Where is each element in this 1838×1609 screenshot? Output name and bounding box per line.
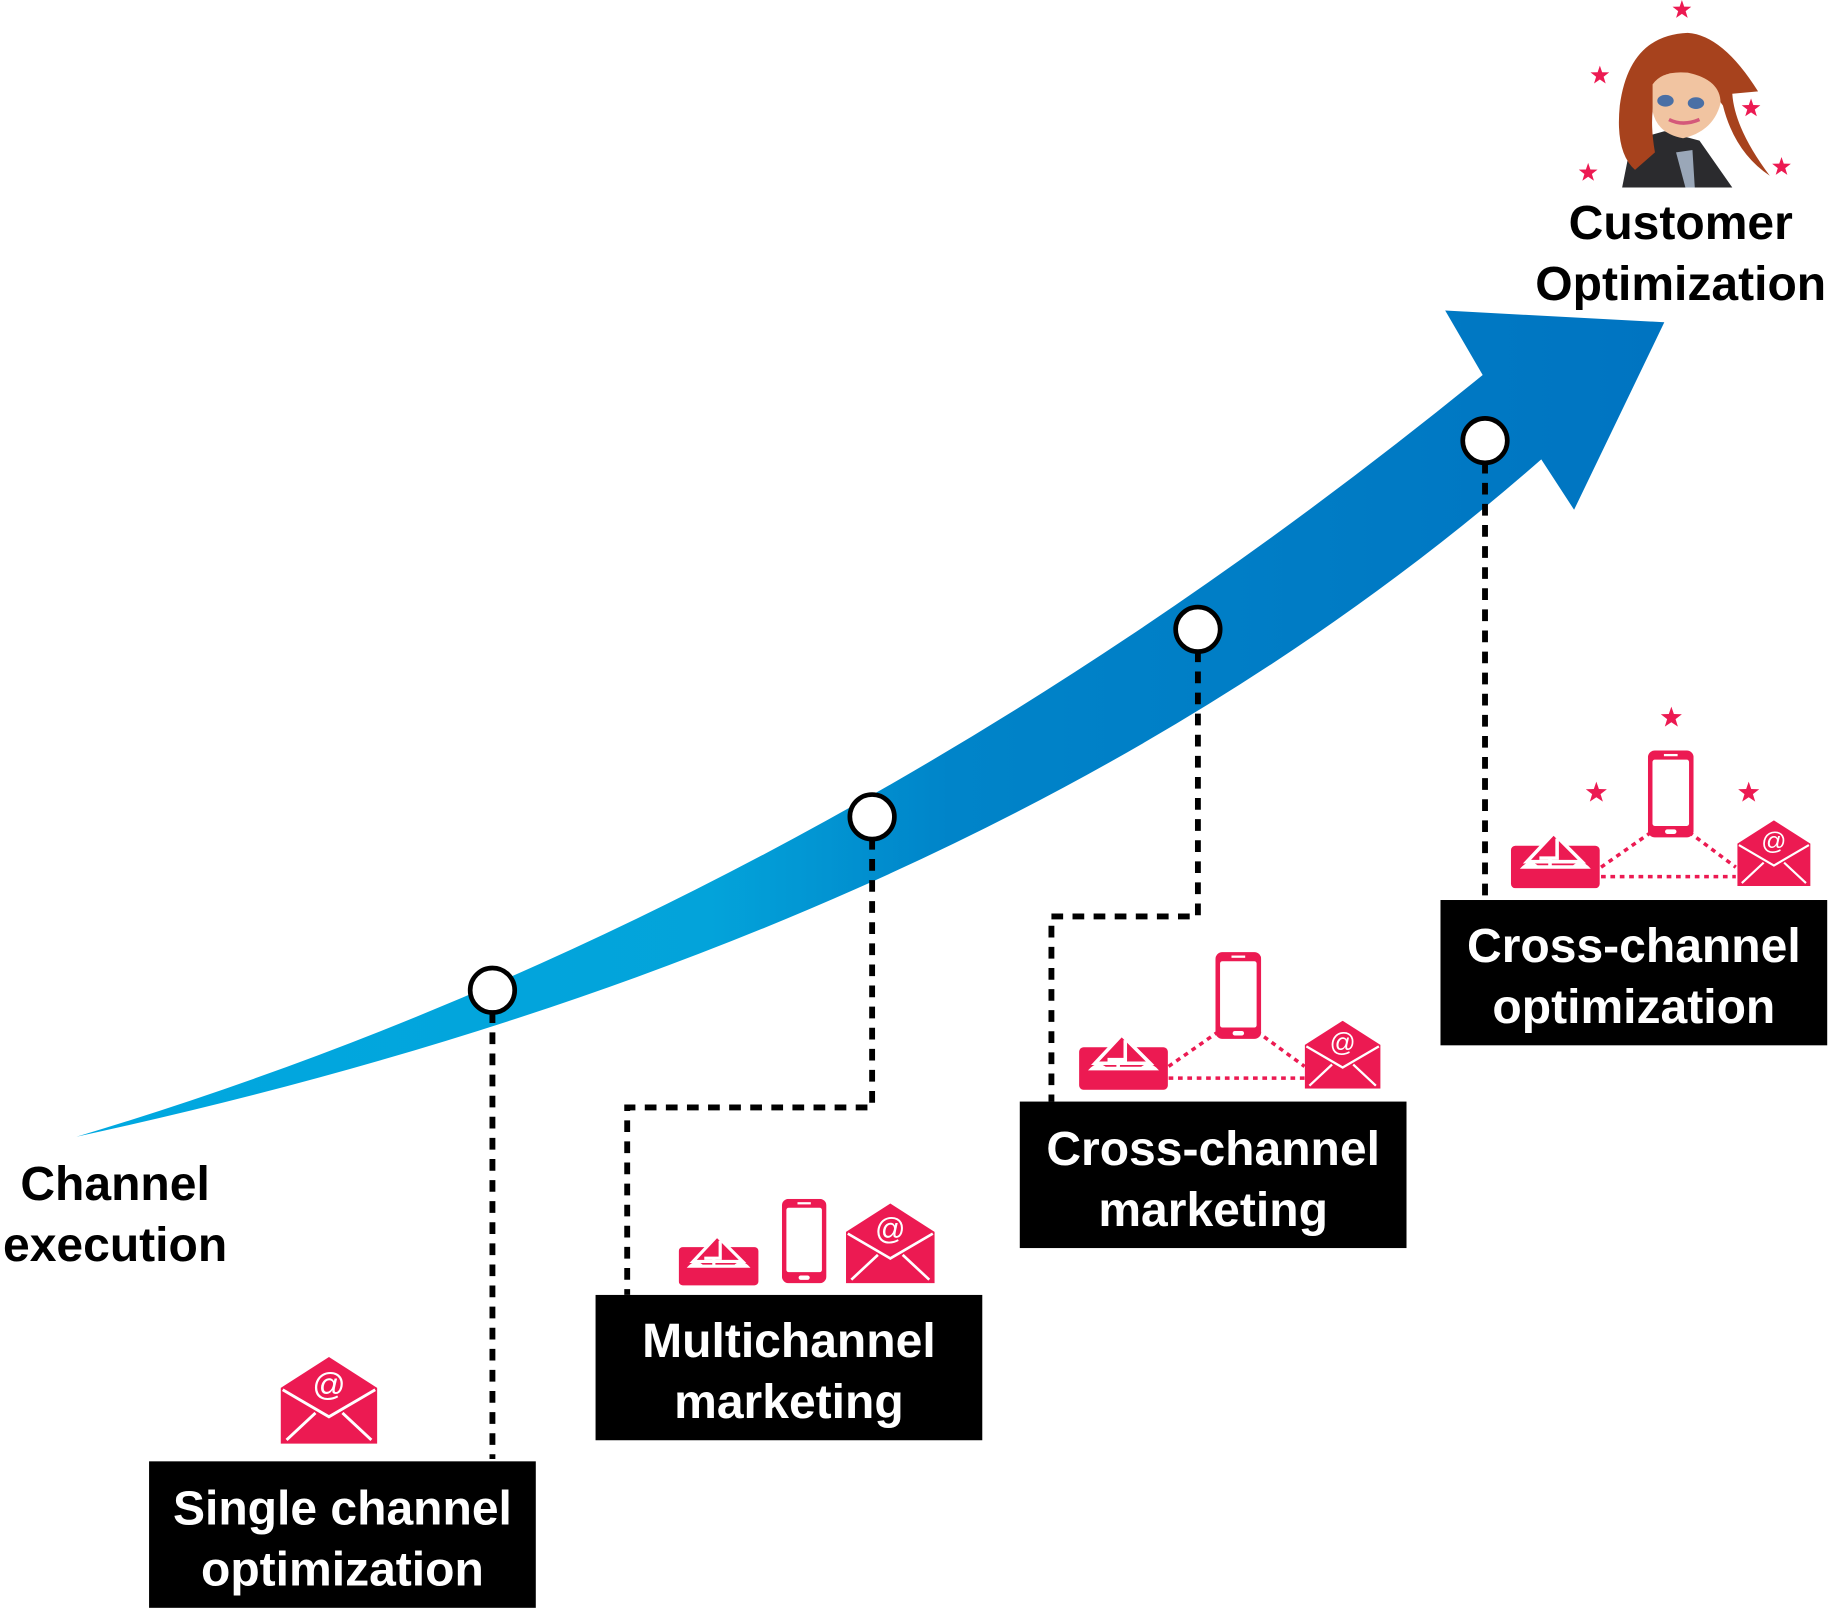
email-icon — [845, 1203, 936, 1284]
stage-box-cross-channel-marketing — [1019, 1101, 1407, 1249]
star-icon — [1590, 65, 1610, 84]
stage-2-line2: marketing — [674, 1376, 904, 1429]
milestone-marker — [847, 792, 897, 842]
stage-4-line1: Cross-channel — [1467, 920, 1801, 973]
email-icon — [1304, 1020, 1381, 1089]
star-icon — [1741, 98, 1761, 117]
star-icon — [1672, 0, 1692, 18]
inbox-icon — [1078, 1033, 1169, 1090]
phone-icon — [781, 1198, 827, 1284]
stage-4-line2: optimization — [1492, 981, 1775, 1034]
star-icon — [1578, 162, 1598, 181]
email-icon — [1736, 820, 1812, 886]
stage-3-line1: Cross-channel — [1046, 1123, 1380, 1176]
star-icon — [1585, 781, 1607, 802]
stage-box-cross-channel-optimization — [1440, 900, 1828, 1046]
channel-link-lines — [1167, 1029, 1306, 1080]
growth-arrow — [76, 310, 1665, 1137]
channel-link-lines — [1600, 830, 1737, 879]
stage-3-line2: marketing — [1098, 1184, 1328, 1237]
milestone-marker — [1460, 416, 1510, 466]
stage-2-line1: Multichannel — [642, 1315, 936, 1368]
stage-1-line2: optimization — [201, 1544, 484, 1597]
connector-line — [1048, 629, 1201, 1102]
phone-icon — [1647, 750, 1694, 838]
milestone-marker — [467, 965, 518, 1015]
stage-box-multichannel — [595, 1294, 983, 1441]
stage-1-line1: Single channel — [173, 1483, 512, 1536]
star-icon — [1738, 781, 1760, 802]
phone-icon — [1215, 952, 1262, 1039]
star-icon — [1660, 706, 1682, 727]
stage-box-single-channel — [149, 1461, 536, 1608]
customer-avatar — [1618, 32, 1770, 188]
email-icon — [279, 1357, 379, 1444]
inbox-icon — [678, 1234, 759, 1286]
start-label-line1: Channel — [20, 1158, 209, 1211]
inbox-icon — [1509, 831, 1602, 889]
start-label-line2: execution — [3, 1219, 227, 1272]
end-label-line1: Customer — [1569, 197, 1793, 250]
milestone-marker — [1173, 604, 1223, 654]
star-icon — [1772, 157, 1791, 175]
end-label-line2: Optimization — [1535, 258, 1826, 311]
